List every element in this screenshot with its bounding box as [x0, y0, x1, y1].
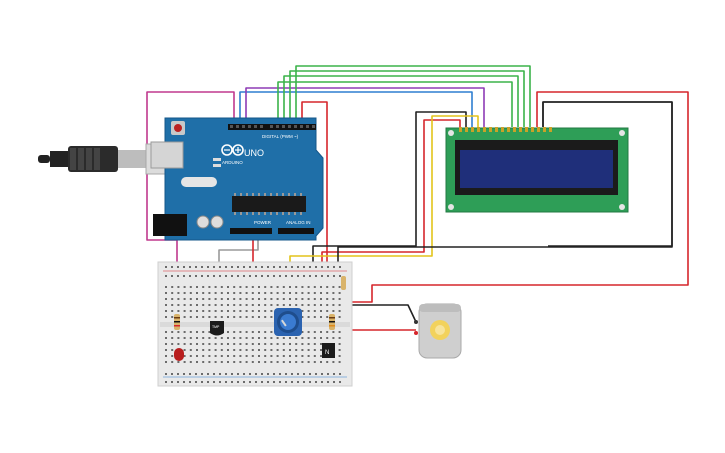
arduino-brand: ARDUINO [222, 160, 243, 165]
analog-header[interactable] [278, 228, 314, 234]
wire-green-1[interactable] [277, 81, 513, 127]
transistor[interactable]: N [322, 343, 335, 358]
breadboard-components: TMP N [174, 276, 346, 361]
wire-gray[interactable] [218, 232, 259, 268]
atmega-chip [232, 196, 306, 212]
arduino-logo-icon [221, 144, 244, 156]
potentiometer[interactable] [274, 308, 302, 336]
lcd-screen [460, 150, 613, 188]
breadboard[interactable] [157, 261, 353, 387]
wire-purple[interactable] [245, 87, 485, 127]
arduino-uno-board[interactable]: DIGITAL (PWM ~) UNO ARDUINO [150, 117, 324, 241]
temperature-sensor[interactable]: TMP [210, 321, 224, 336]
led-red[interactable] [174, 348, 184, 361]
svg-text:N: N [325, 350, 329, 356]
digital-label: DIGITAL (PWM ~) [262, 134, 299, 139]
resistor-top[interactable] [341, 276, 346, 290]
resistor[interactable] [174, 314, 180, 330]
lcd-pin-header[interactable] [459, 127, 552, 132]
wire-black-lcd-1[interactable] [312, 111, 417, 266]
wire-green-2[interactable] [283, 75, 519, 127]
uno-label: UNO [244, 148, 264, 158]
wire-black-lcd-2[interactable] [416, 111, 467, 127]
power-jack[interactable] [153, 214, 187, 236]
wire-green-4[interactable] [295, 65, 531, 127]
wire-red-arduino[interactable] [301, 101, 328, 266]
wire-green-3[interactable] [289, 70, 525, 127]
power-header[interactable] [230, 228, 272, 234]
wire-black-motor[interactable] [340, 304, 417, 323]
wires [146, 65, 689, 331]
power-label: POWER [254, 220, 272, 225]
dc-motor[interactable] [414, 303, 462, 359]
analog-label: ANALOG IN [286, 220, 311, 225]
wire-red-outer[interactable] [340, 91, 689, 303]
svg-text:TMP: TMP [212, 325, 220, 329]
wire-blue[interactable] [239, 91, 473, 127]
wire-black-right-loop[interactable] [337, 101, 673, 268]
wire-yellow[interactable] [289, 115, 479, 274]
resistor-right[interactable] [329, 314, 335, 330]
lcd-display-16x2[interactable] [445, 127, 629, 213]
wire-red-lcd[interactable] [321, 119, 461, 266]
